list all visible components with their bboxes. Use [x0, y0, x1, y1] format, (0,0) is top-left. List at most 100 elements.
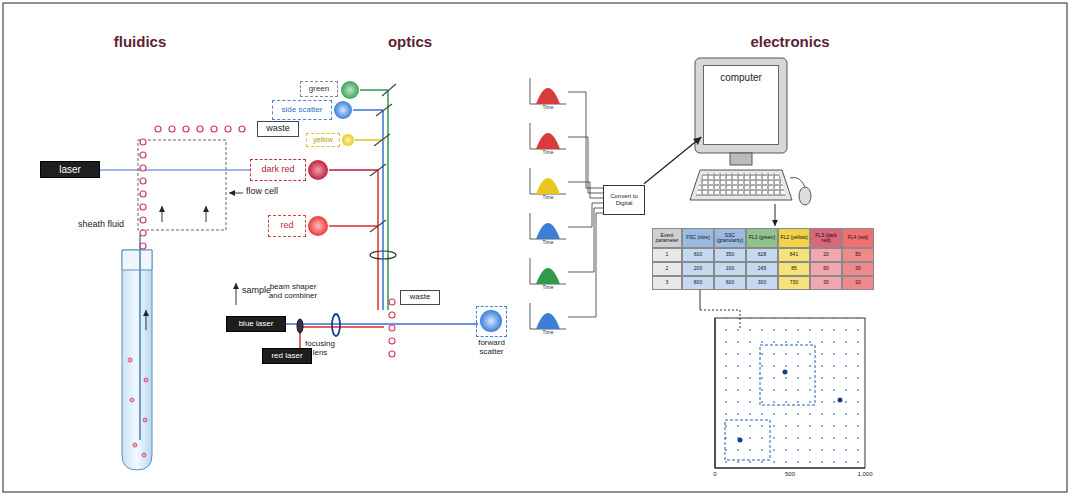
laser-box: blue laser — [226, 316, 286, 332]
table-cell: 50 — [842, 248, 874, 262]
node-text: side scatter — [282, 106, 323, 115]
table-text: FL3 (dark red) — [811, 233, 841, 244]
table-cell: 20 — [810, 248, 842, 262]
table-text: Event parameter — [653, 233, 681, 244]
detector-label: yellow — [306, 133, 340, 147]
node-text: computer — [720, 72, 762, 83]
table-cell: FSC (size) — [682, 228, 714, 248]
axis-label: Time — [543, 330, 554, 336]
table-text: FL4 (red) — [848, 235, 869, 240]
table-cell: 30 — [842, 262, 874, 276]
table-cell: 1 — [652, 248, 682, 262]
table-cell: 245 — [746, 262, 778, 276]
table-text: 600 — [694, 252, 702, 257]
computer-screen: computer — [703, 65, 779, 145]
node-text: waste — [410, 293, 431, 302]
connector-arrow — [644, 137, 701, 184]
table-text: 30 — [823, 280, 829, 285]
table-text: 245 — [758, 266, 766, 271]
detector-label: red — [268, 215, 306, 237]
table-text: 50 — [855, 252, 861, 257]
table-cell: 800 — [682, 276, 714, 290]
waste-box: waste — [400, 290, 440, 305]
detector-label: dark red — [250, 159, 306, 181]
node-text: dark red — [261, 165, 294, 175]
table-text: 200 — [694, 266, 702, 271]
node-text: forward scatter — [466, 339, 518, 357]
table-text: 730 — [790, 280, 798, 285]
table-text: 628 — [758, 252, 766, 257]
laser-box: laser — [40, 161, 100, 178]
table-text: SSC (granularity) — [715, 233, 745, 244]
table-cell: 200 — [682, 262, 714, 276]
part-label: sheath fluid — [78, 220, 124, 230]
table-cell: 600 — [714, 276, 746, 290]
axis-label: Time — [543, 285, 554, 291]
section-heading: electronics — [750, 34, 829, 51]
converter-box: Convert to Digital — [603, 185, 645, 215]
table-text: 60 — [823, 266, 829, 271]
table-cell: 350 — [714, 248, 746, 262]
tick-label: 0 — [713, 471, 716, 478]
table-cell: FL1 (green) — [746, 228, 778, 248]
table-cell: 300 — [746, 276, 778, 290]
table-text: 841 — [790, 252, 798, 257]
part-label: focusing lens — [300, 340, 340, 358]
node-text: yellow — [313, 136, 332, 144]
node-text: red laser — [271, 352, 302, 361]
table-cell: SSC (granularity) — [714, 228, 746, 248]
table-text: 1 — [666, 252, 669, 257]
table-text: 600 — [726, 280, 734, 285]
detector-label: forward scatter — [476, 306, 507, 337]
table-text: 20 — [855, 280, 861, 285]
tick-label: 500 — [785, 471, 795, 478]
table-cell: 841 — [778, 248, 810, 262]
part-label: sample — [242, 286, 271, 296]
table-cell: 600 — [682, 248, 714, 262]
table-text: 30 — [855, 266, 861, 271]
table-cell: 2 — [652, 262, 682, 276]
table-text: 2 — [666, 266, 669, 271]
table-cell: 30 — [810, 276, 842, 290]
tick-label: 1,000 — [857, 471, 872, 478]
table-cell: FL3 (dark red) — [810, 228, 842, 248]
table-text: 3 — [666, 280, 669, 285]
node-text: Convert to Digital — [607, 193, 641, 206]
table-text: 100 — [726, 266, 734, 271]
axis-label: Time — [543, 105, 554, 111]
table-cell: 628 — [746, 248, 778, 262]
section-heading: optics — [388, 34, 432, 51]
axis-label: Time — [543, 240, 554, 246]
table-cell: 730 — [778, 276, 810, 290]
table-text: FL1 (green) — [749, 235, 775, 240]
table-cell: 60 — [810, 262, 842, 276]
table-text: 300 — [758, 280, 766, 285]
table-text: 85 — [791, 266, 797, 271]
table-cell: 100 — [714, 262, 746, 276]
table-text: FSC (size) — [686, 235, 710, 240]
axis-label: Time — [543, 150, 554, 156]
table-cell: 85 — [778, 262, 810, 276]
laser-box: red laser — [262, 348, 312, 364]
table-text: 20 — [823, 252, 829, 257]
section-heading: fluidics — [114, 34, 167, 51]
part-label: beam shaper and combiner — [262, 283, 324, 301]
table-cell: FL2 (yellow) — [778, 228, 810, 248]
waste-box: waste — [257, 121, 299, 137]
table-cell: 20 — [842, 276, 874, 290]
axis-label: Time — [543, 195, 554, 201]
node-text: green — [309, 85, 329, 94]
table-text: 800 — [694, 280, 702, 285]
node-text: waste — [266, 124, 290, 134]
detector-label: green — [300, 81, 338, 97]
table-cell: 3 — [652, 276, 682, 290]
table-text: FL2 (yellow) — [780, 235, 807, 240]
table-text: 350 — [726, 252, 734, 257]
node-text: red — [280, 221, 293, 231]
node-text: laser — [59, 164, 81, 175]
table-cell: Event parameter — [652, 228, 682, 248]
node-text: blue laser — [239, 320, 274, 329]
table-cell: FL4 (red) — [842, 228, 874, 248]
